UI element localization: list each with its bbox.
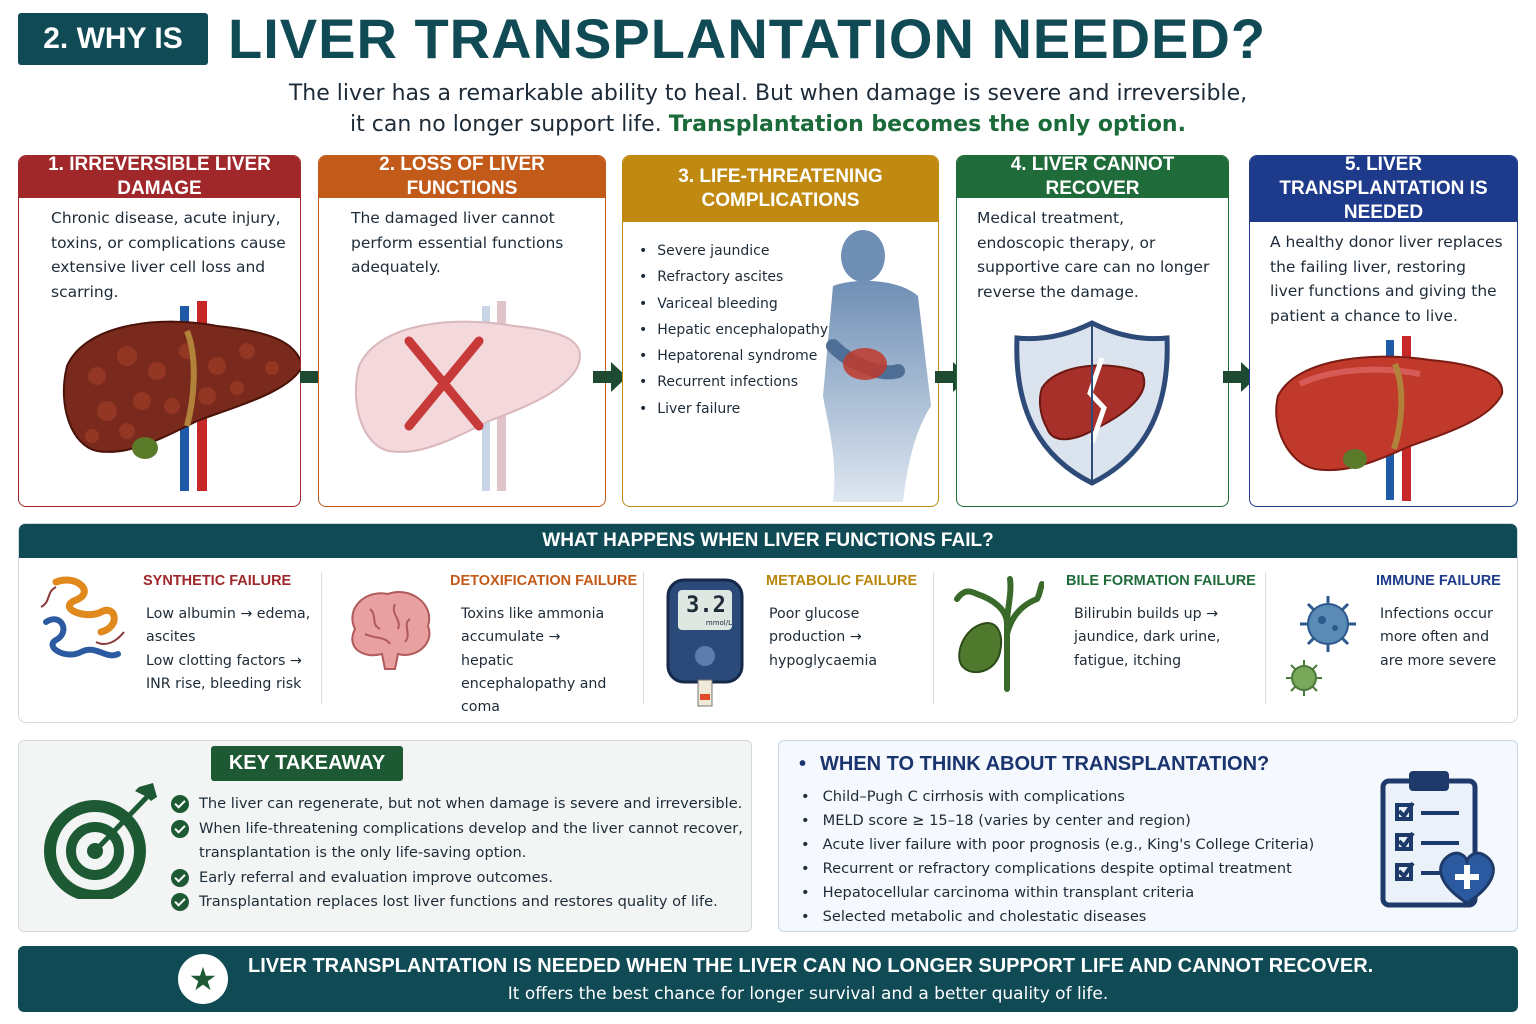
suffering-patient-icon [823,230,931,502]
failure-text: Toxins like ammonia accumulate → hepatic… [461,606,607,716]
list-item: Severe jaundice [639,238,828,264]
list-item: The liver can regenerate, but not when d… [171,792,751,817]
intro-line-1: The liver has a remarkable ability to he… [288,81,1248,106]
step-description: Medical treatment, endoscopic therapy, o… [977,209,1210,301]
broken-shield-liver-icon [1014,320,1170,486]
virus-icon [1286,596,1356,696]
summary-headline: LIVER TRANSPLANTATION IS NEEDED WHEN THE… [248,955,1374,977]
list-item: Recurrent or refractory complications de… [801,857,1314,881]
failed-liver-icon [354,301,581,491]
failure-title: DETOXIFICATION FAILURE [450,573,638,589]
key-takeaway-label: KEY TAKEAWAY [211,746,403,781]
arrow-right-icon [593,362,627,392]
damaged-liver-icon [62,301,300,491]
list-item: Acute liver failure with poor prognosis … [801,833,1315,857]
divider [643,572,644,704]
list-item-text: When life-threatening complications deve… [199,819,743,862]
intro-line-2-plain: it can no longer support life. [350,112,669,137]
divider [933,572,934,704]
list-item: Variceal bleeding [639,291,828,317]
intro-text: The liver has a remarkable ability to he… [0,78,1536,140]
failure-line: Low clotting factors → INR rise, bleedin… [146,652,302,692]
step-description: The damaged liver cannot perform essenti… [351,209,564,276]
step-card-5: 5. LIVER TRANSPLANTATION IS NEEDED A hea… [1249,155,1518,507]
section-badge: 2. WHY IS [18,13,208,65]
step-title: 4. LIVER CANNOT RECOVER [957,156,1228,199]
glucose-meter-icon [666,578,744,707]
intro-line-2: it can no longer support life. Transplan… [0,109,1536,140]
panel-title: •WHEN TO THINK ABOUT TRANSPLANTATION? [799,753,1270,775]
step-title: 3. LIFE-THREATENING COMPLICATIONS [623,156,938,222]
list-item: Child–Pugh C cirrhosis with complication… [801,785,1314,809]
key-takeaway-list: The liver can regenerate, but not when d… [171,792,751,915]
step-card-3: 3. LIFE-THREATENING COMPLICATIONS Severe… [622,155,939,507]
complications-list: Severe jaundice Refractory ascites Varic… [639,238,828,422]
failure-title: METABOLIC FAILURE [766,573,918,589]
summary-banner: ★ LIVER TRANSPLANTATION IS NEEDED WHEN T… [18,946,1518,1012]
check-circle-icon [171,893,189,911]
arrow-right-icon [1223,362,1257,392]
failure-title: SYNTHETIC FAILURE [143,573,292,589]
key-takeaway-panel: KEY TAKEAWAY The liver can regenerate, b… [18,740,752,932]
failure-text: Bilirubin builds up → jaundice, dark uri… [1074,606,1221,669]
list-item: Early referral and evaluation improve ou… [171,866,751,891]
step-description: A healthy donor liver replaces the faili… [1270,233,1503,325]
list-item: Recurrent infections [639,369,828,395]
meter-reading: 3.2 [686,593,726,618]
panel-title-text: WHEN TO THINK ABOUT TRANSPLANTATION? [820,753,1270,775]
list-item: Refractory ascites [639,264,828,290]
failure-text: Low albumin → edema, ascites Low clottin… [146,603,314,696]
page-title: LIVER TRANSPLANTATION NEEDED? [228,7,1267,70]
step-title: 1. IRREVERSIBLE LIVER DAMAGE [19,156,300,199]
list-item: Liver failure [639,396,828,422]
list-item-text: The liver can regenerate, but not when d… [199,795,743,812]
liver-failure-panel: WHAT HAPPENS WHEN LIVER FUNCTIONS FAIL? [18,523,1518,723]
step-card-1: 1. IRREVERSIBLE LIVER DAMAGE Chronic dis… [18,155,301,507]
step-description: Chronic disease, acute injury, toxins, o… [51,209,286,301]
gallbladder-icon [954,576,1044,692]
step-card-4: 4. LIVER CANNOT RECOVER Medical treatmen… [956,155,1229,507]
list-item: Selected metabolic and cholestatic disea… [801,905,1314,929]
check-circle-icon [171,819,189,838]
list-item: When life-threatening complications deve… [171,817,751,866]
brain-icon [351,591,431,670]
failure-title: BILE FORMATION FAILURE [1066,573,1256,589]
criteria-list: Child–Pugh C cirrhosis with complication… [801,785,1315,929]
list-item: Hepatic encephalopathy [639,317,828,343]
target-icon [44,783,157,899]
failure-text: Poor glucose production → hypoglycaemia [769,606,878,669]
divider [321,572,322,704]
clipboard-checklist-icon [1380,771,1495,908]
star-icon: ★ [178,954,228,1004]
list-item-text: Transplantation replaces lost liver func… [199,893,718,910]
step-title: 5. LIVER TRANSPLANTATION IS NEEDED [1250,156,1517,223]
step-title: 2. LOSS OF LIVER FUNCTIONS [319,156,605,199]
when-to-transplant-panel: •WHEN TO THINK ABOUT TRANSPLANTATION? Ch… [778,740,1518,932]
failure-line: Low albumin → edema, ascites [146,606,311,646]
healthy-liver-icon [1275,336,1504,501]
list-item-text: Early referral and evaluation improve ou… [199,868,553,886]
check-circle-icon [171,868,189,887]
step-card-2: 2. LOSS OF LIVER FUNCTIONS The damaged l… [318,155,606,507]
failure-title: IMMUNE FAILURE [1376,573,1501,589]
check-circle-icon [171,795,189,813]
page-header: 2. WHY IS LIVER TRANSPLANTATION NEEDED? [18,7,1518,72]
list-item: Hepatocellular carcinoma within transpla… [801,881,1314,905]
list-item: MELD score ≥ 15–18 (varies by center and… [801,809,1314,833]
panel-heading: WHAT HAPPENS WHEN LIVER FUNCTIONS FAIL? [19,524,1517,558]
meter-unit: mmol/L [705,619,732,627]
summary-subline: It offers the best chance for longer sur… [507,984,1109,1004]
divider [1265,572,1266,704]
intro-line-2-emphasis: Transplantation becomes the only option. [668,112,1186,137]
protein-molecule-icon [40,576,125,659]
list-item: Hepatorenal syndrome [639,343,828,369]
list-item: Transplantation replaces lost liver func… [171,890,751,915]
failure-text: Infections occur more often and are more… [1380,606,1497,669]
